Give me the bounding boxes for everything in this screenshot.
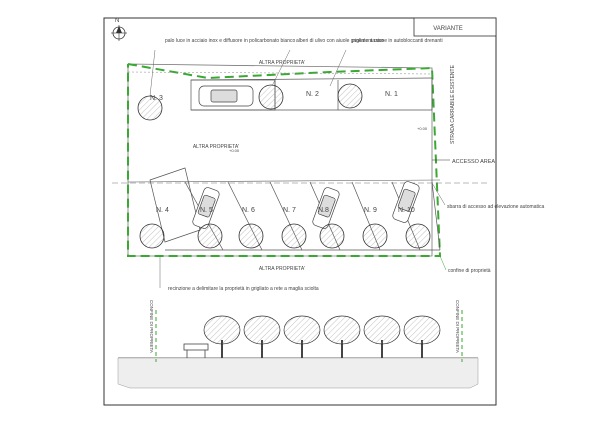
bench-icon xyxy=(183,343,209,358)
annotation-paving: pavimentazione in autobloccanti drenanti xyxy=(352,38,443,44)
tree-icon xyxy=(137,83,363,121)
north-arrow-icon xyxy=(111,25,127,41)
parking-space-label: N. 2 xyxy=(306,91,319,98)
annotation-barrier: sbarra di accesso ad elevazione automati… xyxy=(447,204,544,210)
parking-space-label: N. 4 xyxy=(156,207,169,214)
existing-road-label: STRADA CARRABILE ESISTENTE xyxy=(450,64,456,144)
variant-label: VARIANTE xyxy=(433,26,463,32)
north-label: N xyxy=(115,18,119,24)
parking-space-label: N. 7 xyxy=(283,207,296,214)
parking-space-label: N.8 xyxy=(318,207,329,214)
car-icon xyxy=(198,85,254,107)
parking-space-label: N. 10 xyxy=(398,207,415,214)
other-property-label: ALTRA PROPRIETA' xyxy=(259,60,305,66)
drawing-frame xyxy=(103,17,497,406)
variant-box xyxy=(413,17,497,37)
tree-elevation-icon xyxy=(323,315,361,358)
parking-space-label: N. 5 xyxy=(200,207,213,214)
annotation-olive-trees: alberi di ulivo con aiuole grigliate a r… xyxy=(296,38,384,44)
ground-fill xyxy=(117,357,479,389)
parking-space-label: N. 9 xyxy=(364,207,377,214)
car-icon xyxy=(312,187,340,229)
property-line-right-label: CONFINE DI PROPRIETA xyxy=(455,300,460,353)
other-property-label: ALTRA PROPRIETA' xyxy=(193,144,239,150)
property-line xyxy=(127,63,442,257)
other-property-label: ALTRA PROPRIETA' xyxy=(259,266,305,272)
tree-elevation-icon xyxy=(403,315,441,358)
car-icon xyxy=(192,187,220,229)
tree-elevation-icon xyxy=(203,315,241,358)
elevation-mark: +0.00 xyxy=(417,126,428,131)
property-line-left-label: CONFINE DI PROPRIETA xyxy=(149,300,154,353)
tree-elevation-icon xyxy=(243,315,281,358)
annotation-fence: recinzione a delimitare la proprietà in … xyxy=(168,286,319,292)
tree-icon xyxy=(139,223,431,249)
elevation-mark: +0.00 xyxy=(229,148,240,153)
tree-elevation-icon xyxy=(283,315,321,358)
upper-parking-row xyxy=(190,77,433,111)
car-icon xyxy=(392,181,420,223)
tree-elevation-icon xyxy=(363,315,401,358)
access-area-label: ACCESSO AREA xyxy=(452,159,495,165)
parking-space-label: N. 6 xyxy=(242,207,255,214)
annotation-street-lights: palo luce in acciaio inox e diffusore in… xyxy=(165,38,295,44)
parking-space-label: N. 1 xyxy=(385,91,398,98)
annotation-property-line: confine di proprietà xyxy=(448,268,491,274)
